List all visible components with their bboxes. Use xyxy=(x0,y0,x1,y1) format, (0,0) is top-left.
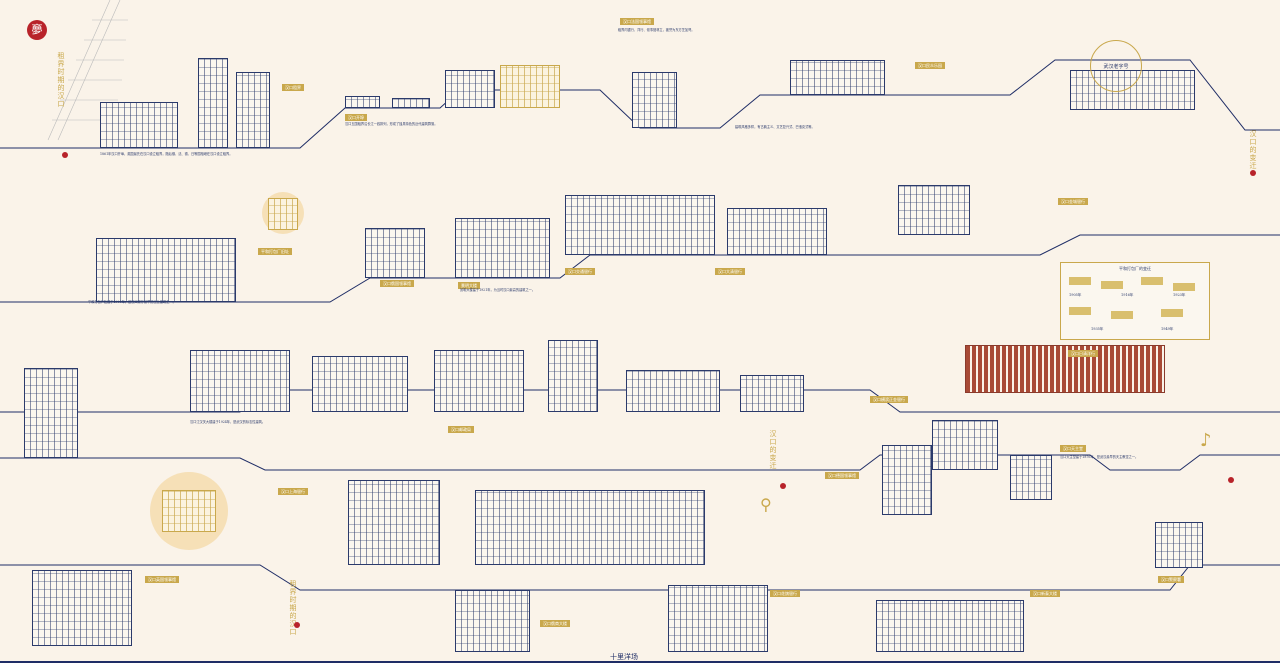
building-illustration xyxy=(96,238,236,302)
building-illustration xyxy=(445,70,495,108)
building-illustration xyxy=(434,350,524,412)
section-tag: 汉口上海银行 xyxy=(278,488,308,495)
paragraph: 租界内银行、洋行、领事馆林立，被誉为东方芝加哥。 xyxy=(618,28,695,32)
section-tag: 汉口俄商大楼 xyxy=(540,620,570,627)
building-illustration xyxy=(876,600,1024,652)
building-illustration xyxy=(455,218,550,278)
map-year: 1949年 xyxy=(1161,327,1174,331)
section-tag: 平和打包厂旧址 xyxy=(258,248,292,255)
section-tag: 汉口日清洋行 xyxy=(1068,350,1098,357)
marker-dot xyxy=(1228,477,1234,483)
building-illustration xyxy=(632,72,677,128)
poster-title: 十里洋场 xyxy=(610,653,638,661)
building-illustration xyxy=(1155,522,1203,568)
section-tag: 汉口德国领事馆 xyxy=(825,472,859,479)
marker-dot xyxy=(294,622,300,628)
building-illustration xyxy=(548,340,598,412)
map-block xyxy=(1111,311,1133,319)
building-illustration xyxy=(365,228,425,278)
vertical-label: 租界时期的汉口 xyxy=(289,580,297,636)
building-illustration xyxy=(392,98,430,108)
section-tag: 汉口花旗银行 xyxy=(770,590,800,597)
section-tag: 汉口开埠 xyxy=(345,114,367,121)
building-illustration xyxy=(268,198,298,230)
section-tag: 汉口新泰大楼 xyxy=(1030,590,1060,597)
section-tag: 汉口大清银行 xyxy=(715,268,745,275)
factory-map: 平和打包厂的变迁 1905年 1916年 1923年 1935年 1949年 xyxy=(1060,262,1210,340)
vertical-label: 租界时期的汉口 xyxy=(57,52,65,108)
section-tag: 汉口警察署 xyxy=(1158,576,1184,583)
section-tag: 景明大楼 xyxy=(458,282,480,289)
marker-dot xyxy=(1250,170,1256,176)
building-illustration xyxy=(475,490,705,565)
building-illustration xyxy=(740,375,804,412)
map-block xyxy=(1069,277,1091,285)
map-block xyxy=(1069,307,1091,315)
paragraph: 平和打包厂始建于1905年，是汉口现存最早的工业建筑之一。 xyxy=(88,300,176,304)
map-year: 1905年 xyxy=(1069,293,1082,297)
marker-dot xyxy=(62,152,68,158)
section-tag: 汉口民众乐园 xyxy=(915,62,945,69)
building-illustration xyxy=(882,445,932,515)
building-illustration xyxy=(345,96,380,108)
building-illustration xyxy=(312,356,408,412)
building-illustration xyxy=(162,490,216,532)
vertical-label: 汉口的变迁 xyxy=(1249,130,1257,170)
section-tag: 汉口俄国领事馆 xyxy=(380,280,414,287)
building-illustration xyxy=(1010,455,1052,500)
map-year: 1935年 xyxy=(1091,327,1104,331)
building-illustration xyxy=(236,72,270,148)
section-tag: 汉口天主堂 xyxy=(1060,445,1086,452)
paragraph: 汉口五国租界沿长江一线排列，形成了独具特色的近代建筑群落。 xyxy=(345,122,438,126)
rickshaw-icon: ⚲ xyxy=(760,495,772,514)
section-tag: 汉口金城银行 xyxy=(1058,198,1088,205)
map-year: 1916年 xyxy=(1121,293,1134,297)
building-illustration xyxy=(965,345,1165,393)
map-block xyxy=(1101,281,1123,289)
marker-dot xyxy=(780,483,786,489)
paragraph: 汉口江汉关大楼建于1924年，是武汉的标志性建筑。 xyxy=(190,420,266,424)
badge-circle: 武汉老字号 xyxy=(1090,40,1142,92)
building-illustration xyxy=(348,480,440,565)
building-illustration xyxy=(898,185,970,235)
building-illustration xyxy=(24,368,78,458)
map-block xyxy=(1161,309,1183,317)
section-tag: 汉口法国领事馆 xyxy=(620,18,654,25)
building-illustration xyxy=(32,570,132,646)
seal-logo: 夣 xyxy=(27,20,47,40)
building-illustration xyxy=(668,585,768,652)
section-tag: 汉口横滨正金银行 xyxy=(870,396,908,403)
building-illustration xyxy=(455,590,530,652)
section-tag: 汉口租界 xyxy=(282,84,304,91)
building-illustration xyxy=(190,350,290,412)
building-illustration xyxy=(626,370,720,412)
map-block xyxy=(1173,283,1195,291)
paragraph: 1861年汉口开埠，英国最先在汉口设立租界，随后俄、法、德、日等国相继在汉口设立… xyxy=(100,152,233,156)
building-illustration xyxy=(100,102,178,148)
section-tag: 汉口英国领事馆 xyxy=(145,576,179,583)
paragraph: 建筑风格多样，有古典主义、文艺复兴式、巴洛克式等。 xyxy=(735,125,815,129)
map-year: 1923年 xyxy=(1173,293,1186,297)
building-illustration xyxy=(727,208,827,255)
building-illustration xyxy=(565,195,715,255)
section-tag: 汉口邮政局 xyxy=(448,426,474,433)
building-illustration xyxy=(500,65,560,108)
building-illustration xyxy=(198,58,228,148)
building-illustration xyxy=(932,420,998,470)
vertical-label: 汉口的变迁 xyxy=(769,430,777,470)
phonograph-icon: ♪ xyxy=(1200,430,1212,451)
paragraph: 汉口天主堂建于1876年，是武汉最早的天主教堂之一。 xyxy=(1060,455,1139,459)
paragraph: 景明大楼建于1921年，为当时汉口最高的建筑之一。 xyxy=(460,288,536,292)
map-title: 平和打包厂的变迁 xyxy=(1119,266,1151,271)
map-block xyxy=(1141,277,1163,285)
section-tag: 汉口交通银行 xyxy=(565,268,595,275)
building-illustration xyxy=(790,60,885,95)
